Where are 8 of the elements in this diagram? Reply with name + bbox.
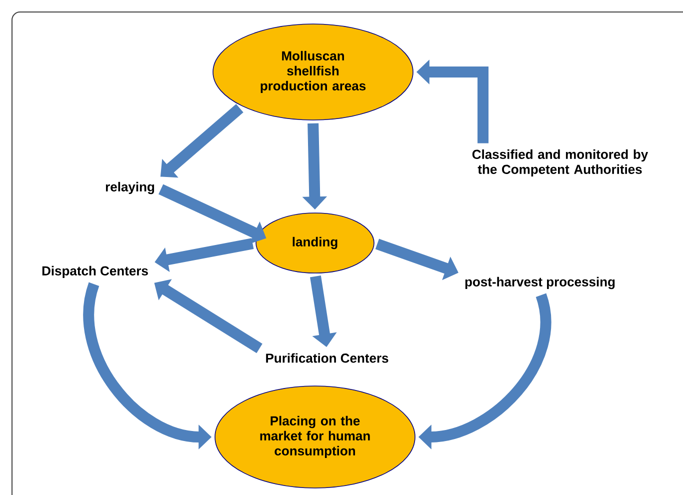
ellipse-node: Placing on the market for human consumption [214, 386, 416, 488]
node-label: Dispatch Centers [42, 266, 148, 278]
node-label: Purification Centers [266, 353, 388, 363]
node-label: Classified and monitored by the Competent Authorities [472, 149, 648, 177]
node-label: post-harvest processing [465, 276, 615, 290]
ellipse-node: Molluscan shellfish production areas [212, 24, 414, 120]
node-label: relaying [106, 182, 154, 194]
ellipse-node: landing [256, 212, 374, 274]
